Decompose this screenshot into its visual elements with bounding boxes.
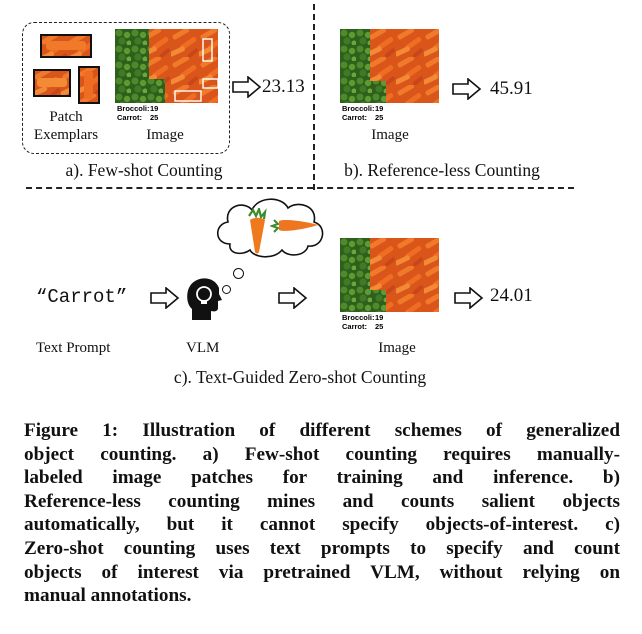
caption-line: Figure 1: Illustration of different sche… [24,420,620,441]
exemplar-box-2 [202,78,218,89]
subcaption-c: c). Text-Guided Zero-shot Counting [173,367,427,387]
arrow-icon [232,75,262,103]
arrow-icon [150,286,180,314]
exemplar-box-1 [202,38,213,62]
carrot-icon [244,205,270,259]
food-image-a [115,29,218,103]
thought-cloud-icon [210,194,330,265]
few-shot-dashed-frame [22,22,230,154]
vlm-label: VLM [186,340,220,356]
text-prompt-label: Text Prompt [36,340,111,356]
exemplar-box-3 [174,90,202,102]
patch-exemplar-2 [33,69,71,97]
food-image-b [340,29,439,103]
subcaption-b: b). Reference-less Counting [344,160,540,180]
arrow-icon [452,77,482,105]
vertical-separator [313,4,315,190]
caption-line: objects of interest via pretrained VLM, … [24,561,620,583]
result-c: 24.01 [490,285,533,306]
result-b: 45.91 [490,78,533,99]
patch-exemplar-1 [40,34,92,58]
caption-line: labeled image patches for training and i… [24,467,620,489]
image-label-a: Image [146,127,184,143]
food-image-c [340,238,439,312]
caption-line: Zero-shot counting uses text prompts to … [24,537,620,559]
result-a: 23.13 [262,76,305,97]
patch-exemplars-label: Patch Exemplars [30,108,102,144]
patch-label-line2: Exemplars [33,127,99,143]
thought-bubble-large [233,268,244,279]
thought-bubble-medium [222,285,231,294]
subcaption-a: a). Few-shot Counting [65,160,223,180]
text-prompt: “Carrot” [36,286,128,308]
patch-label-line1: Patch [49,109,83,125]
count-legend-b: Broccoli:19 Carrot:25 [342,104,384,122]
caption-line: object counting. a) Few-shot counting re… [24,443,620,465]
count-legend-a: Broccoli:19 Carrot:25 [117,104,159,122]
arrow-icon [454,286,484,314]
count-legend-c: Broccoli:19 Carrot:25 [342,313,384,331]
image-label-b: Image [371,127,409,143]
caption-line: automatically, but it cannot specify obj… [24,514,620,536]
image-label-c: Image [378,340,416,356]
arrow-icon [278,286,308,314]
patch-exemplar-3 [78,66,100,104]
carrot-icon [268,216,320,241]
horizontal-separator [26,187,574,189]
vlm-head-icon [186,276,222,325]
caption-line: manual annotations. [24,585,192,607]
figure-caption: Figure 1: Illustration of different sche… [24,419,620,608]
caption-line: Reference-less counting mines and counts… [24,490,620,512]
